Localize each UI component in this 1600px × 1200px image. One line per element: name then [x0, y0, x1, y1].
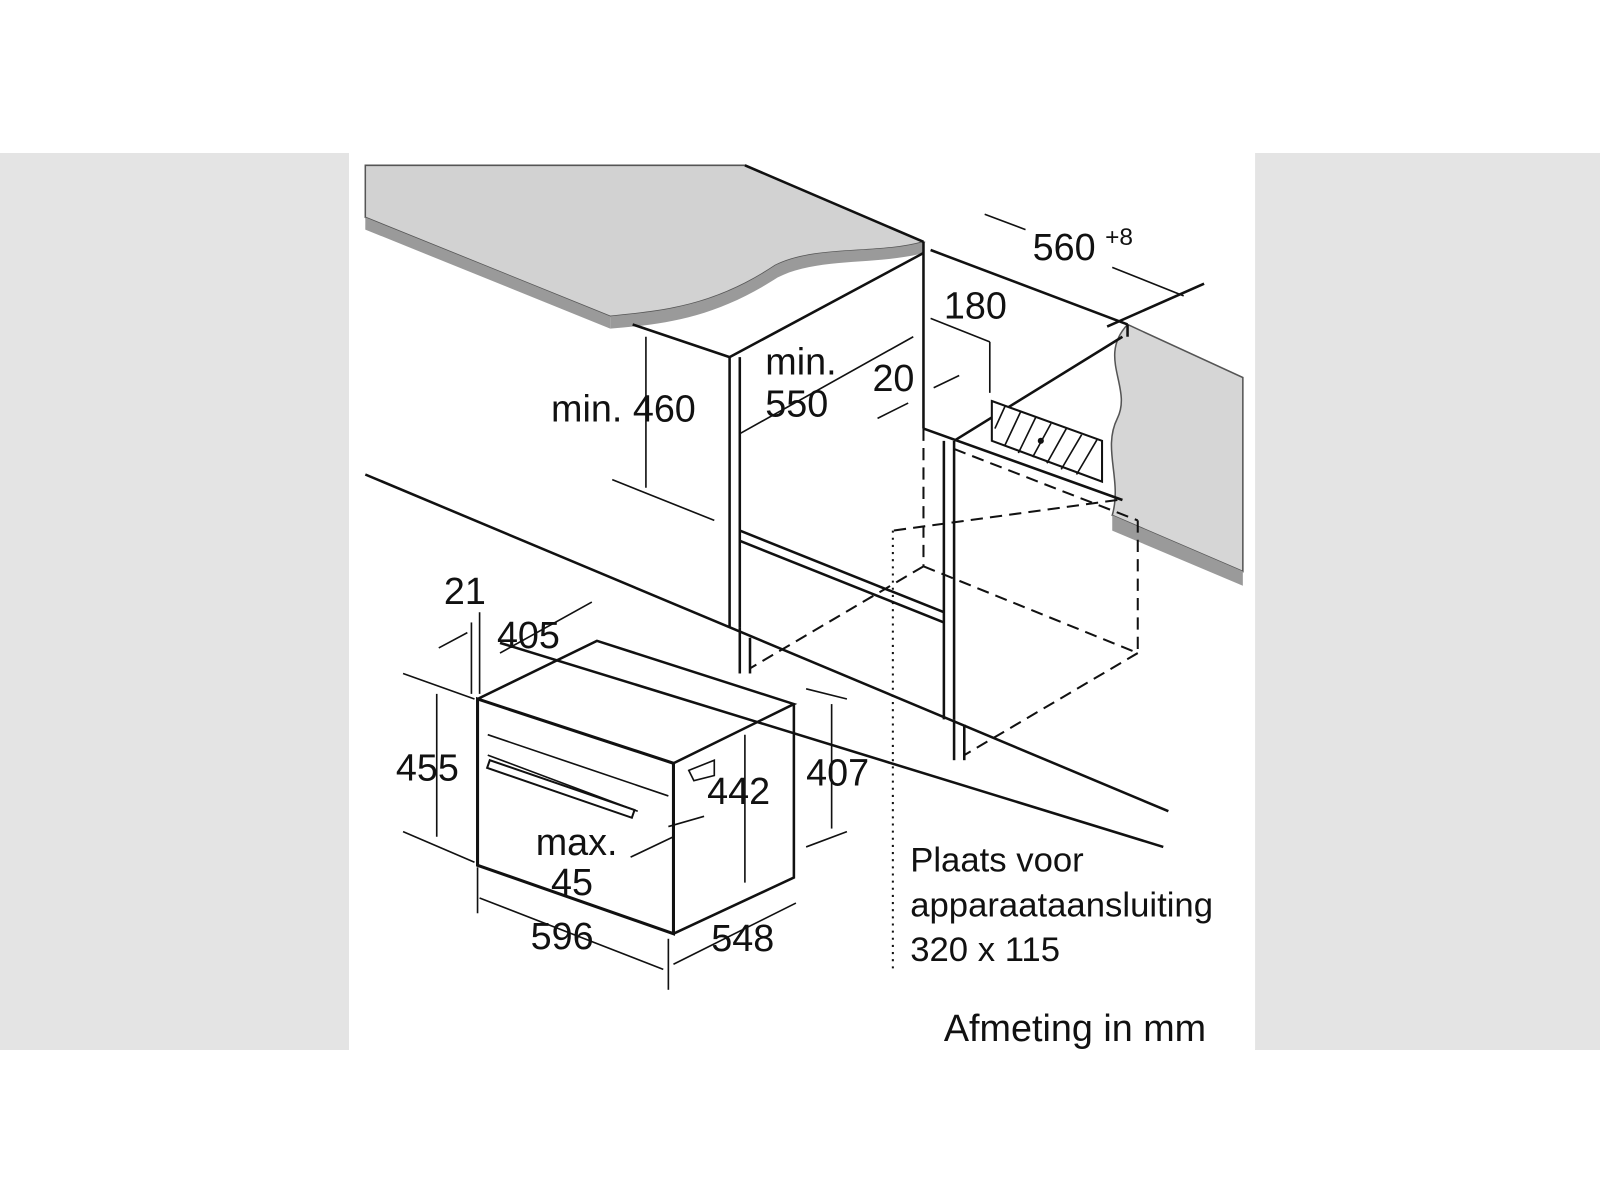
- dimension-labels: 560 +8 180 20 min. 550 min. 460 21 405 4…: [396, 224, 1213, 1049]
- left-countertop: [364, 164, 926, 329]
- label-596: 596: [531, 915, 594, 957]
- right-countertop: [1110, 323, 1244, 586]
- note-line-3: 320 x 115: [910, 931, 1060, 969]
- label-455: 455: [396, 747, 459, 789]
- label-407: 407: [806, 752, 869, 794]
- right-gray-band: [1255, 153, 1600, 1050]
- label-405: 405: [497, 614, 560, 656]
- oven: [476, 639, 798, 936]
- note-line-1: Plaats voor: [910, 841, 1084, 879]
- unit-caption: Afmeting in mm: [944, 1007, 1206, 1049]
- dimension-lines: [402, 213, 1184, 990]
- dashed-niche-outline: [749, 428, 1139, 970]
- label-min-depth: min.: [765, 340, 836, 382]
- label-niche-width: 560: [1033, 226, 1096, 268]
- label-20: 20: [872, 357, 914, 399]
- label-548: 548: [711, 917, 774, 959]
- label-45: 45: [551, 861, 593, 903]
- label-442: 442: [707, 770, 770, 812]
- label-niche-tolerance: +8: [1105, 224, 1133, 251]
- left-gray-band: [0, 153, 349, 1050]
- connection-area-hatched: [990, 399, 1104, 484]
- label-550: 550: [765, 382, 828, 424]
- label-max: max.: [536, 821, 618, 863]
- note-line-2: apparaataansluiting: [910, 886, 1213, 924]
- label-min-460: min. 460: [551, 387, 696, 429]
- label-180: 180: [944, 284, 1007, 326]
- label-21: 21: [444, 570, 486, 612]
